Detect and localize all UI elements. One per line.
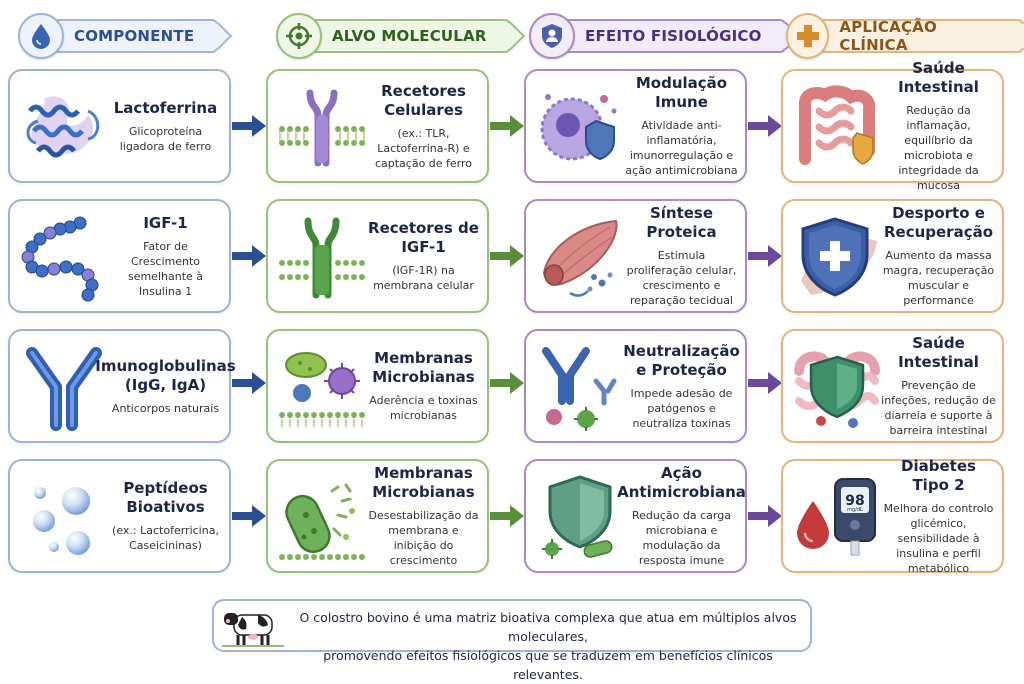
bubbles-icon bbox=[33, 487, 90, 555]
peptide-chain-icon bbox=[21, 216, 99, 302]
component-title: IGF-1 bbox=[143, 213, 188, 232]
drop-icon bbox=[18, 13, 64, 59]
header-label: ALVO MOLECULAR bbox=[308, 19, 511, 53]
component-title: Lactoferrina bbox=[113, 98, 218, 117]
header-label: EFEITO FISIOLÓGICO bbox=[561, 19, 786, 53]
target-title: Recetores de IGF-1 bbox=[368, 219, 479, 256]
glucometer-icon: 98 mg/dL bbox=[797, 478, 876, 556]
application-title: Saúde Intestinal bbox=[898, 334, 979, 371]
card-target-membranas-microbianas-2: Membranas Microbianas Desestabilização d… bbox=[266, 459, 489, 573]
component-title: Peptídeos Bioativos bbox=[123, 479, 208, 516]
arrow-icon bbox=[232, 245, 266, 267]
footer-line-1: O colostro bovino é uma matriz bioativa … bbox=[299, 610, 797, 644]
application-title: Desporto e Recuperação bbox=[883, 204, 994, 241]
footer-summary: O colostro bovino é uma matriz bioativa … bbox=[212, 599, 812, 682]
header-componente: COMPONENTE bbox=[18, 13, 219, 59]
glucometer-reading: 98 bbox=[845, 493, 864, 509]
intestine-icon bbox=[799, 85, 876, 165]
glucometer-unit: mg/dL bbox=[847, 507, 863, 513]
target-desc: Aderência e toxinas microbianas bbox=[369, 394, 478, 422]
shield-cross-icon bbox=[801, 217, 877, 297]
card-target-recetores-igf1: Recetores de IGF-1 (IGF-1R) na membrana … bbox=[266, 199, 489, 313]
target-title: Membranas Microbianas bbox=[372, 464, 475, 501]
card-effect-sintese-proteica: Síntese Proteica Estimula proliferação c… bbox=[524, 199, 747, 313]
shield-person-icon bbox=[529, 13, 575, 59]
receptor-icon bbox=[279, 89, 365, 167]
protein-icon bbox=[26, 96, 100, 158]
target-icon bbox=[276, 13, 322, 59]
application-desc: Prevenção de infeções, redução de diarre… bbox=[881, 379, 996, 437]
card-component-igf1: IGF-1 Fator de Crescimento semelhante à … bbox=[8, 199, 231, 313]
arrow-icon bbox=[490, 115, 524, 137]
target-title: Recetores Celulares bbox=[381, 81, 466, 119]
component-title: Imunoglobulinas (IgG, IgA) bbox=[95, 356, 236, 394]
application-title: Diabetes Tipo 2 bbox=[901, 456, 976, 494]
bacterium-icon bbox=[279, 483, 365, 560]
intestine-shield-icon bbox=[794, 351, 880, 428]
arrow-icon bbox=[748, 115, 782, 137]
arrow-icon bbox=[232, 115, 266, 137]
target-desc: Desestabilização da membrana e inibição … bbox=[368, 509, 479, 567]
arrow-icon bbox=[232, 505, 266, 527]
card-target-recetores-celulares: Recetores Celulares (ex.: TLR, Lactoferr… bbox=[266, 69, 489, 183]
footer-line-2: promovendo efeitos fisiológicos que se t… bbox=[323, 648, 773, 682]
component-desc: Glicoproteína ligadora de ferro bbox=[119, 124, 212, 153]
antibody-icon bbox=[542, 347, 617, 431]
target-desc: (IGF-1R) na membrana celular bbox=[373, 264, 474, 292]
effect-desc: Estimula proliferação celular, crescimen… bbox=[626, 249, 737, 307]
antibody-icon bbox=[26, 347, 102, 431]
arrow-icon bbox=[490, 372, 524, 394]
effect-desc: Impede adesão de patógenos e neutraliza … bbox=[630, 386, 733, 430]
card-application-saude-intestinal-2: Saúde Intestinal Prevenção de infeções, … bbox=[781, 329, 1004, 443]
card-application-saude-intestinal: Saúde Intestinal Redução da inflamação, … bbox=[781, 59, 1004, 192]
card-component-peptideos: Peptídeos Bioativos (ex.: Lactoferricina… bbox=[8, 459, 231, 573]
header-label: APLICAÇÃO CLÍNICA bbox=[815, 18, 1024, 54]
microbe-icon bbox=[279, 352, 365, 427]
arrow-icon bbox=[232, 372, 266, 394]
effect-title: Neutralização e Proteção bbox=[623, 341, 740, 379]
target-desc: (ex.: TLR, Lactoferrina-R) e captação de… bbox=[374, 126, 473, 170]
application-desc: Redução da inflamação, equilíbrio da mic… bbox=[898, 104, 979, 192]
arrow-icon bbox=[490, 245, 524, 267]
component-desc: (ex.: Lactoferricina, Caseicininas) bbox=[112, 524, 219, 552]
header-label: COMPONENTE bbox=[50, 19, 219, 53]
shield-icon bbox=[542, 475, 613, 559]
receptor-icon bbox=[279, 217, 365, 299]
card-application-diabetes: 98 mg/dL Diabetes Tipo 2 Melhora do cont… bbox=[781, 456, 1004, 575]
medical-cross-icon bbox=[786, 13, 830, 59]
arrow-icon bbox=[748, 505, 782, 527]
header-aplicacao-clinica: APLICAÇÃO CLÍNICA bbox=[786, 13, 1024, 59]
card-component-lactoferrina: Lactoferrina Glicoproteína ligadora de f… bbox=[8, 69, 231, 183]
application-desc: Melhora do controlo glicémico, sensibili… bbox=[883, 501, 994, 575]
header-alvo-molecular: ALVO MOLECULAR bbox=[276, 13, 511, 59]
effect-desc: Redução da carga microbiana e modulação … bbox=[632, 509, 731, 567]
card-effect-neutralizacao: Neutralização e Proteção Impede adesão d… bbox=[524, 329, 747, 443]
muscle-icon bbox=[542, 219, 618, 297]
arrow-icon bbox=[490, 505, 524, 527]
card-component-imunoglobulinas: Imunoglobulinas (IgG, IgA) Anticorpos na… bbox=[8, 329, 236, 443]
application-title: Saúde Intestinal bbox=[898, 59, 979, 96]
effect-title: Ação Antimicrobiana bbox=[617, 464, 746, 501]
card-effect-acao-antimicrobiana: Ação Antimicrobiana Redução da carga mic… bbox=[524, 459, 747, 573]
effect-desc: Atividade anti-inflamatória, imunorregul… bbox=[625, 119, 738, 177]
effect-title: Modulação Imune bbox=[635, 74, 728, 111]
card-target-membranas-microbianas: Membranas Microbianas Aderência e toxina… bbox=[266, 329, 489, 443]
arrow-icon bbox=[748, 372, 782, 394]
cow-icon bbox=[222, 613, 284, 647]
component-desc: Fator de Crescimento semelhante à Insuli… bbox=[127, 239, 204, 298]
header-efeito-fisiologico: EFEITO FISIOLÓGICO bbox=[529, 13, 786, 59]
effect-title: Síntese Proteica bbox=[646, 204, 717, 241]
card-application-desporto: Desporto e Recuperação Aumento da massa … bbox=[781, 199, 1004, 313]
arrow-icon bbox=[748, 245, 782, 267]
target-title: Membranas Microbianas bbox=[372, 349, 475, 386]
component-desc: Anticorpos naturais bbox=[111, 401, 220, 415]
application-desc: Aumento da massa magra, recuperação musc… bbox=[882, 249, 995, 307]
card-effect-modulacao-imune: Modulação Imune Atividade anti-inflamató… bbox=[524, 69, 747, 183]
immune-cell-icon bbox=[540, 94, 617, 161]
